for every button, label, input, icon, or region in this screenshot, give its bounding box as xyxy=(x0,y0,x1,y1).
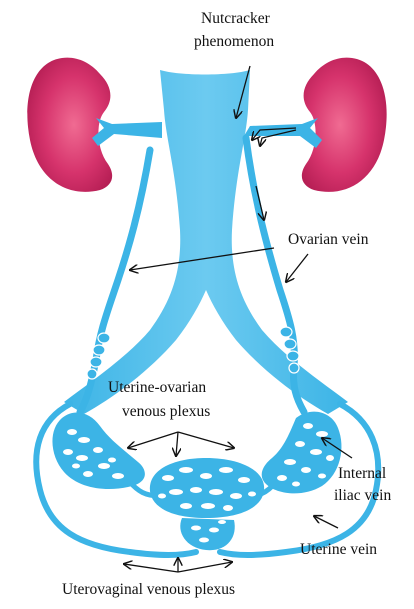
nutcracker-label-line1: Nutcracker xyxy=(201,10,271,27)
ovarian-vein-label: Ovarian vein xyxy=(288,231,369,248)
left-renal-vein xyxy=(92,118,162,146)
internal-iliac-label-line1: Internal xyxy=(338,465,386,482)
plexus-label-line1: Uterine-ovarian xyxy=(108,379,206,396)
internal-iliac-label-line2: iliac vein xyxy=(334,487,391,504)
uterine-vein-label: Uterine vein xyxy=(300,541,377,558)
left-kidney xyxy=(27,58,112,192)
uterovaginal-label: Uterovaginal venous plexus xyxy=(62,581,235,598)
central-uterine-plexus xyxy=(150,458,264,518)
uterovaginal-venous-plexus xyxy=(180,518,234,550)
plexus-label-line2: venous plexus xyxy=(122,403,210,420)
nutcracker-label-line2: phenomenon xyxy=(194,33,274,50)
left-uterine-ovarian-plexus xyxy=(52,412,144,489)
right-kidney xyxy=(302,58,387,192)
